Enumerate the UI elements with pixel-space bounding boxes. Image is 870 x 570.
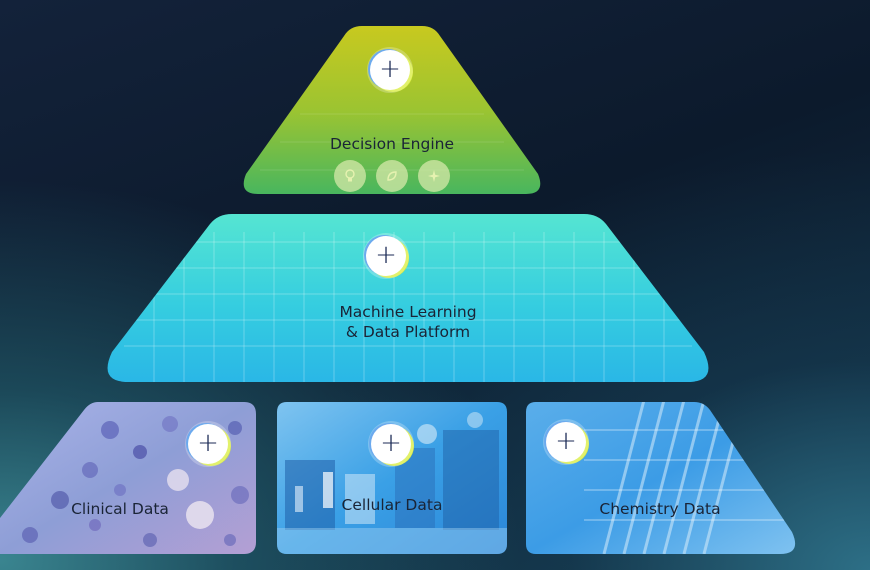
chemistry-data-label: Chemistry Data	[599, 500, 721, 518]
ml-platform-expand-button[interactable]: +	[366, 236, 406, 276]
decision-engine-tier: + Decision Engine	[240, 22, 544, 198]
decision-engine-label: Decision Engine	[329, 135, 455, 153]
decision-engine-expand-button[interactable]: +	[370, 50, 410, 90]
clinical-data-expand-button[interactable]: +	[188, 424, 228, 464]
chemistry-data-shape	[526, 402, 796, 554]
cellular-data-label: Cellular Data	[341, 496, 443, 514]
plus-icon: +	[379, 54, 401, 84]
ml-platform-shape	[107, 214, 709, 382]
cellular-data-box: + Cellular Data	[275, 400, 509, 556]
plus-icon: +	[555, 426, 577, 456]
chemistry-data-expand-button[interactable]: +	[546, 422, 586, 462]
plus-icon: +	[375, 240, 397, 270]
plus-icon: +	[197, 428, 219, 458]
ml-platform-tier: + Machine Learning & Data Platform	[104, 212, 712, 386]
cellular-data-shape	[277, 402, 507, 554]
sparkle-icon	[418, 160, 450, 192]
lightbulb-icon	[334, 160, 366, 192]
leaf-icon	[376, 160, 408, 192]
clinical-data-box: + Clinical Data	[0, 400, 258, 556]
clinical-data-shape	[0, 402, 256, 554]
decision-engine-icons	[334, 160, 450, 192]
cellular-data-expand-button[interactable]: +	[371, 424, 411, 464]
clinical-data-label: Clinical Data	[71, 500, 169, 518]
plus-icon: +	[380, 428, 402, 458]
ml-platform-label: Machine Learning & Data Platform	[339, 303, 477, 341]
chemistry-data-box: + Chemistry Data	[524, 400, 798, 556]
